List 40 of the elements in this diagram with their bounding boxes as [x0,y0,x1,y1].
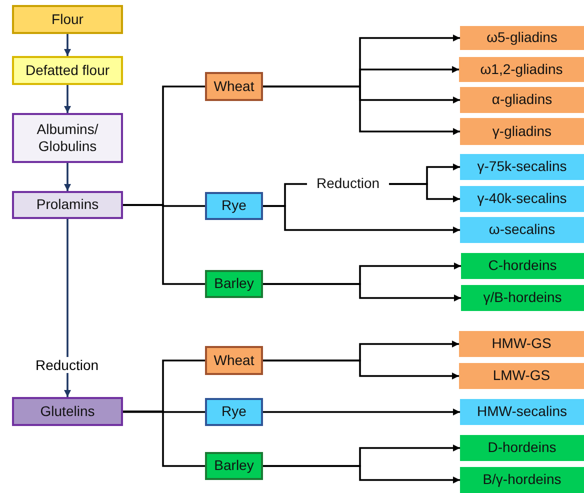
category-box: Rye [205,192,263,220]
connector-line [123,411,205,413]
connector-line [123,204,205,285]
fraction-box: D-hordeins [460,435,584,461]
arrow [263,408,460,416]
fraction-box: γ-40k-secalins [460,186,584,212]
process-box: Glutelins [12,397,123,426]
fraction-box: α-gliadins [460,87,584,113]
fraction-box: γ-75k-secalins [460,154,584,180]
fraction-box: ω1,2-gliadins [459,57,584,82]
arrow [263,205,460,234]
category-box: Wheat [205,346,263,375]
category-box: Wheat [205,72,263,101]
arrow [263,360,459,380]
fraction-box: B/γ-hordeins [460,467,584,493]
connector-line [123,410,205,467]
process-box: Prolamins [12,191,123,219]
arrow [64,34,71,56]
arrow [64,219,71,397]
arrow [263,283,461,302]
process-box: Flour [12,5,123,34]
category-box: Barley [205,452,263,480]
fraction-box: LMW-GS [459,363,584,389]
process-box: Albumins/ Globulins [12,113,123,163]
fraction-box: ω5-gliadins [460,26,584,50]
process-box: Defatted flour [12,56,123,85]
arrow [263,465,460,484]
fraction-box: HMW-GS [459,331,584,357]
arrow [64,163,71,191]
step-label: Reduction [307,174,389,194]
fraction-box: γ-gliadins [460,118,584,145]
arrow [263,86,460,135]
arrow [389,183,460,202]
category-box: Barley [205,270,263,298]
fraction-box: C-hordeins [461,253,584,279]
arrow [64,85,71,113]
fraction-box: HMW-secalins [460,399,584,425]
fraction-box: ω-secalins [460,217,584,243]
category-box: Rye [205,398,263,426]
fraction-box: γ/B-hordeins [461,285,584,311]
